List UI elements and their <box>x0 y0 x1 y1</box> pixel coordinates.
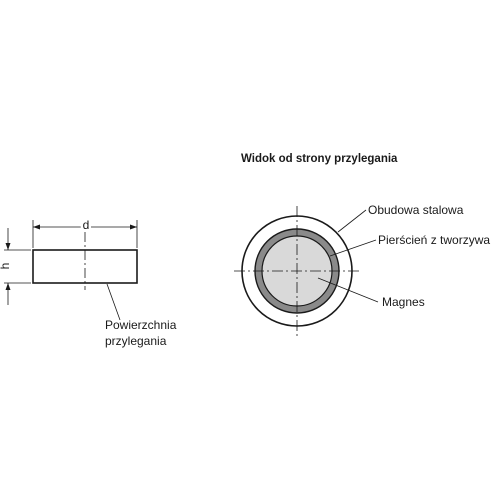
surface-label-line2: przylegania <box>105 334 167 348</box>
h-dimension-label: h <box>0 263 12 270</box>
ring-callout-label: Pierścień z tworzywa <box>378 233 490 247</box>
d-arrow-left <box>33 224 40 230</box>
h-arrow-top <box>5 243 11 250</box>
d-dimension-label: d <box>83 218 90 232</box>
d-arrow-right <box>130 224 137 230</box>
side-view: d h Powierzchnia przylegania <box>0 216 177 349</box>
magnet-leader-line <box>317 277 379 303</box>
ring-leader-line <box>329 239 377 257</box>
h-arrow-bottom <box>5 283 11 290</box>
housing-leader-line <box>337 209 367 233</box>
housing-callout-label: Obudowa stalowa <box>368 203 464 217</box>
face-view: Obudowa stalowa Pierścień z tworzywa Mag… <box>234 203 490 338</box>
magnet-callout-label: Magnes <box>382 295 425 309</box>
surface-label-line1: Powierzchnia <box>105 318 177 332</box>
surface-leader-line <box>106 283 121 321</box>
view-title: Widok od strony przylegania <box>241 153 398 165</box>
